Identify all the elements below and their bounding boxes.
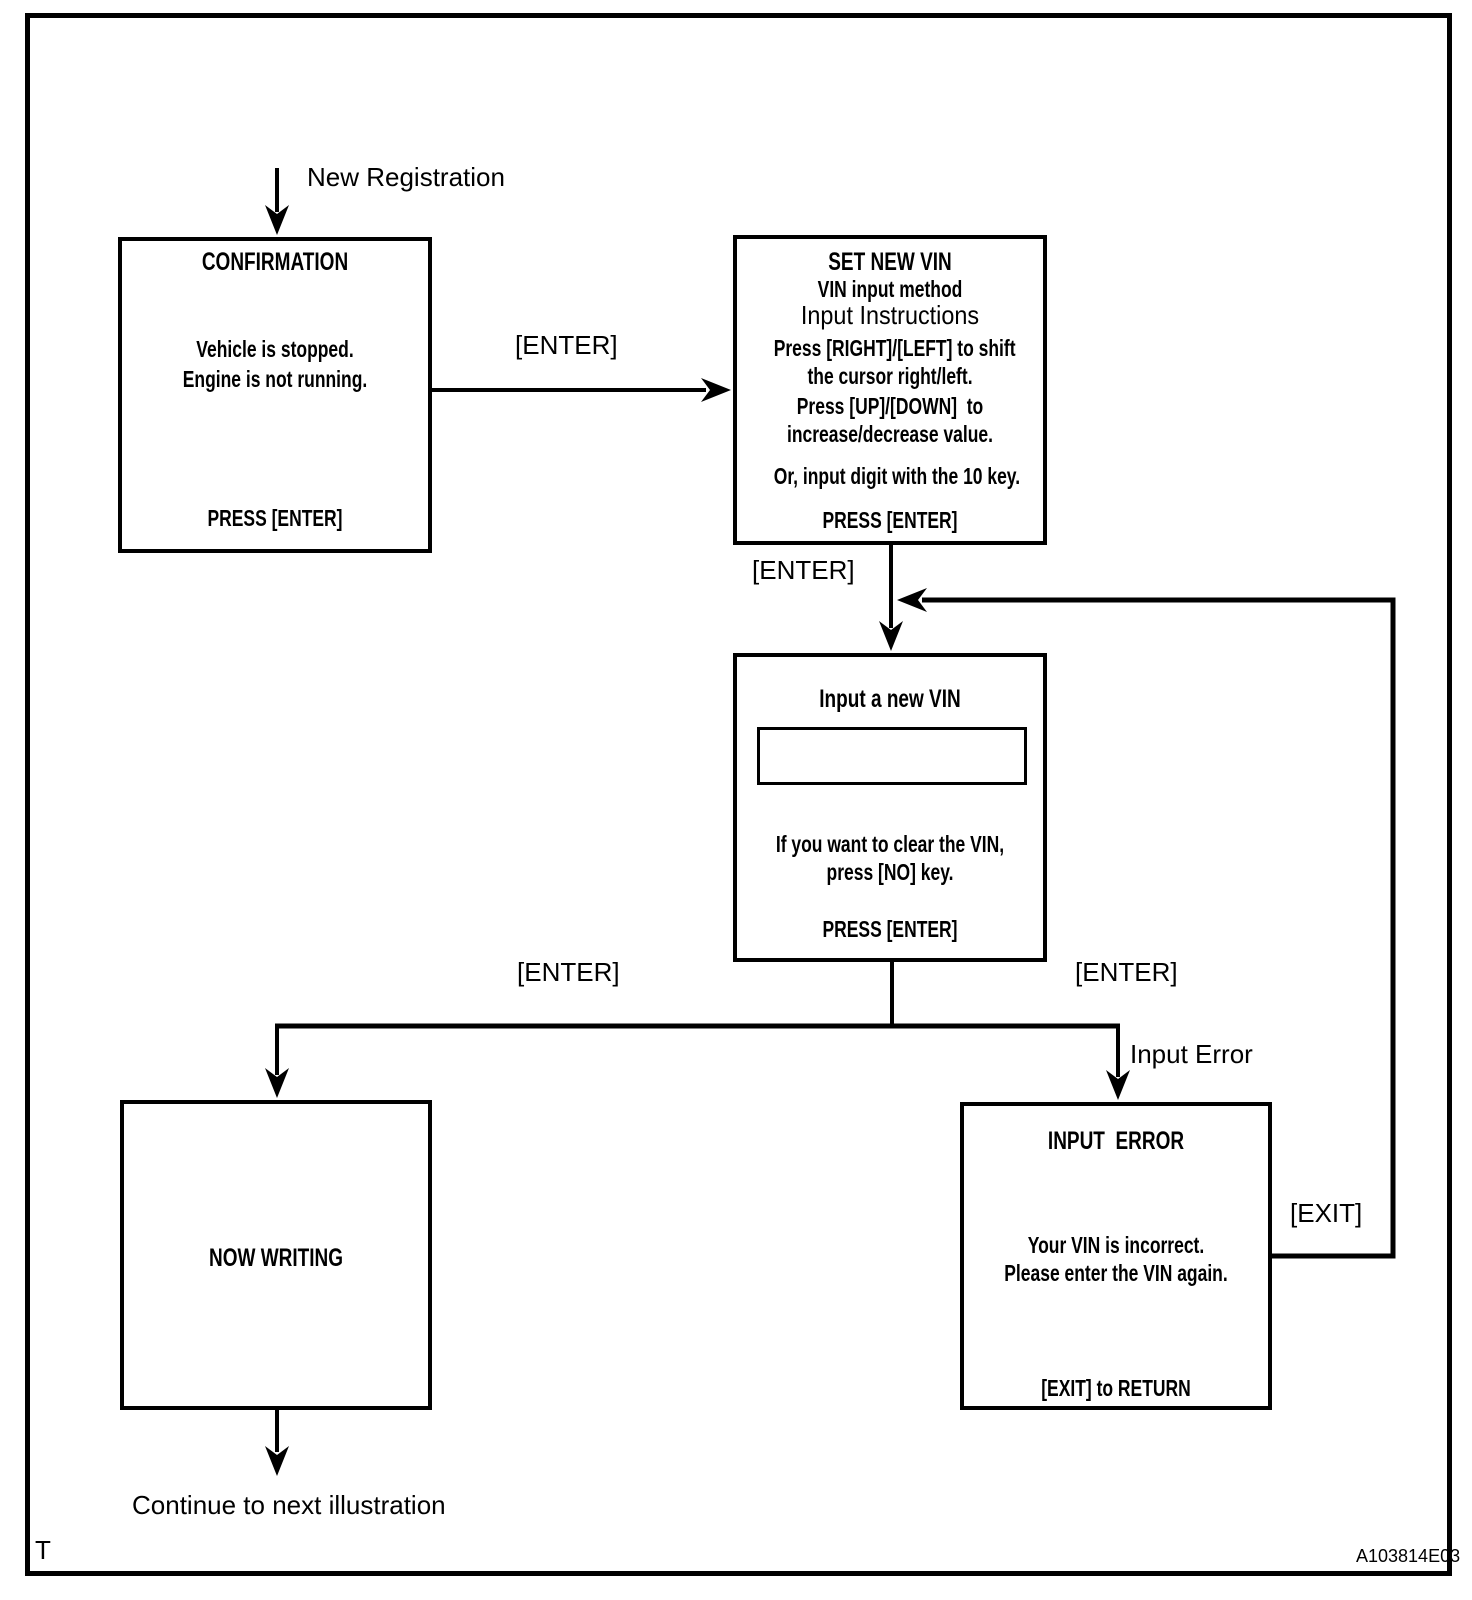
set-new-vin-line-3: Press [UP]/[DOWN] to [796,393,984,419]
label-enter-1: [ENTER] [515,330,618,360]
label-continue: Continue to next illustration [132,1490,446,1520]
set-new-vin-title: SET NEW VIN [828,248,952,276]
input-error-line-1: Your VIN is incorrect. [1027,1232,1205,1258]
now-writing-screen: NOW WRITING [120,1100,432,1410]
arrow-down-inputerror [1106,1070,1130,1100]
label-enter-3: [ENTER] [517,957,620,987]
set-new-vin-line-1: Press [RIGHT]/[LEFT] to shift [773,335,1016,361]
label-new-registration: New Registration [307,162,505,192]
set-new-vin-footer: PRESS [ENTER] [822,507,958,533]
arrow-left-loop [897,588,927,612]
page-border [25,13,1452,1576]
input-error-line-2: Please enter the VIN again. [1004,1260,1228,1286]
label-exit: [EXIT] [1290,1198,1363,1228]
now-writing-title: NOW WRITING [208,1244,344,1272]
label-input-error: Input Error [1130,1039,1253,1069]
arrow-down-entry [265,205,289,235]
set-new-vin-line-2: the cursor right/left. [807,363,973,389]
arrow-down-inputvin [879,621,903,651]
line-exit-loop [922,597,1396,1259]
set-new-vin-line-4: increase/decrease value. [786,421,994,447]
input-new-vin-footer: PRESS [ENTER] [822,916,958,942]
input-error-footer: [EXIT] to RETURN [1041,1375,1191,1401]
input-error-screen: INPUT ERROR Your VIN is incorrect. Pleas… [960,1102,1272,1410]
set-new-vin-subtitle: VIN input method [817,276,963,302]
confirmation-screen: CONFIRMATION Vehicle is stopped. Engine … [118,237,432,553]
input-new-vin-screen: Input a new VIN If you want to clear the… [733,653,1047,962]
vin-input-field [757,727,1027,785]
confirmation-footer: PRESS [ENTER] [207,505,343,531]
confirmation-message-2: Engine is not running. [182,366,368,392]
input-new-vin-line-2: press [NO] key. [826,859,954,885]
page-footer-marker: T [35,1535,51,1565]
figure-code: A103814E03 [1356,1546,1461,1566]
set-new-vin-heading: Input Instructions [800,300,980,330]
input-new-vin-title: Input a new VIN [819,685,961,713]
input-error-title: INPUT ERROR [1047,1127,1185,1155]
set-new-vin-line-5: Or, input digit with the 10 key. [773,463,1021,489]
set-new-vin-screen: SET NEW VIN VIN input method Input Instr… [733,235,1047,545]
arrow-down-continue [265,1446,289,1476]
confirmation-title: CONFIRMATION [201,248,349,276]
arrow-down-nowwriting [265,1068,289,1098]
confirmation-message-1: Vehicle is stopped. [196,336,354,362]
arrow-right-setvin [701,378,731,402]
label-enter-4: [ENTER] [1075,957,1178,987]
input-new-vin-line-1: If you want to clear the VIN, [775,831,1005,857]
label-enter-2: [ENTER] [752,555,855,585]
